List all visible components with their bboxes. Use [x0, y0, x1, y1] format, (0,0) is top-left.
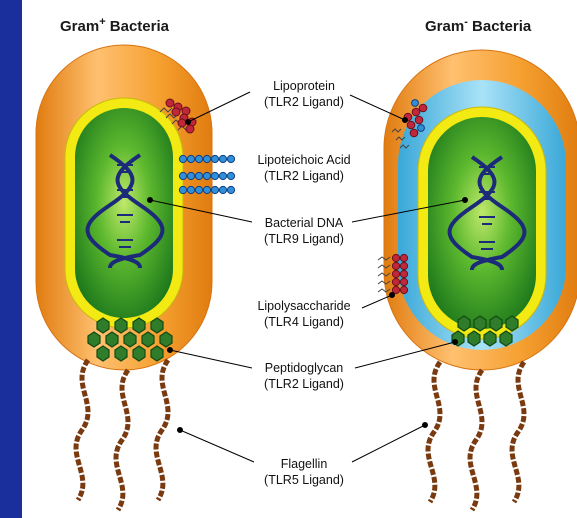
label-peptidoglycan-name: Peptidoglycan: [246, 360, 362, 376]
label-lipoteichoic-name: Lipoteichoic Acid: [238, 152, 370, 168]
label-lps: Lipolysaccharide (TLR4 Ligand): [246, 298, 362, 330]
label-lipoprotein-ligand: (TLR2 Ligand): [246, 94, 362, 110]
label-dna: Bacterial DNA (TLR9 Ligand): [246, 215, 362, 247]
label-flagellin-name: Flagellin: [246, 456, 362, 472]
gram-positive-title: Gram+ Bacteria: [60, 16, 169, 35]
label-lipoteichoic-ligand: (TLR2 Ligand): [238, 168, 370, 184]
label-lps-name: Lipolysaccharide: [246, 298, 362, 314]
label-lipoteichoic: Lipoteichoic Acid (TLR2 Ligand): [238, 152, 370, 184]
gram-negative-cell: [378, 50, 577, 510]
label-lps-ligand: (TLR4 Ligand): [246, 314, 362, 330]
label-flagellin: Flagellin (TLR5 Ligand): [246, 456, 362, 488]
label-lipoprotein-name: Lipoprotein: [246, 78, 362, 94]
gram-negative-lps-icon: [378, 254, 408, 293]
gram-positive-lipoteichoic-icon: [179, 155, 234, 193]
gram-positive-cytoplasm: [75, 108, 173, 318]
gram-negative-title: Gram- Bacteria: [425, 16, 531, 35]
label-flagellin-ligand: (TLR5 Ligand): [246, 472, 362, 488]
label-peptidoglycan: Peptidoglycan (TLR2 Ligand): [246, 360, 362, 392]
gram-negative-flagella-icon: [428, 362, 524, 510]
label-dna-name: Bacterial DNA: [246, 215, 362, 231]
label-lipoprotein: Lipoprotein (TLR2 Ligand): [246, 78, 362, 110]
gram-positive-flagella-icon: [76, 360, 168, 510]
label-dna-ligand: (TLR9 Ligand): [246, 231, 362, 247]
label-peptidoglycan-ligand: (TLR2 Ligand): [246, 376, 362, 392]
